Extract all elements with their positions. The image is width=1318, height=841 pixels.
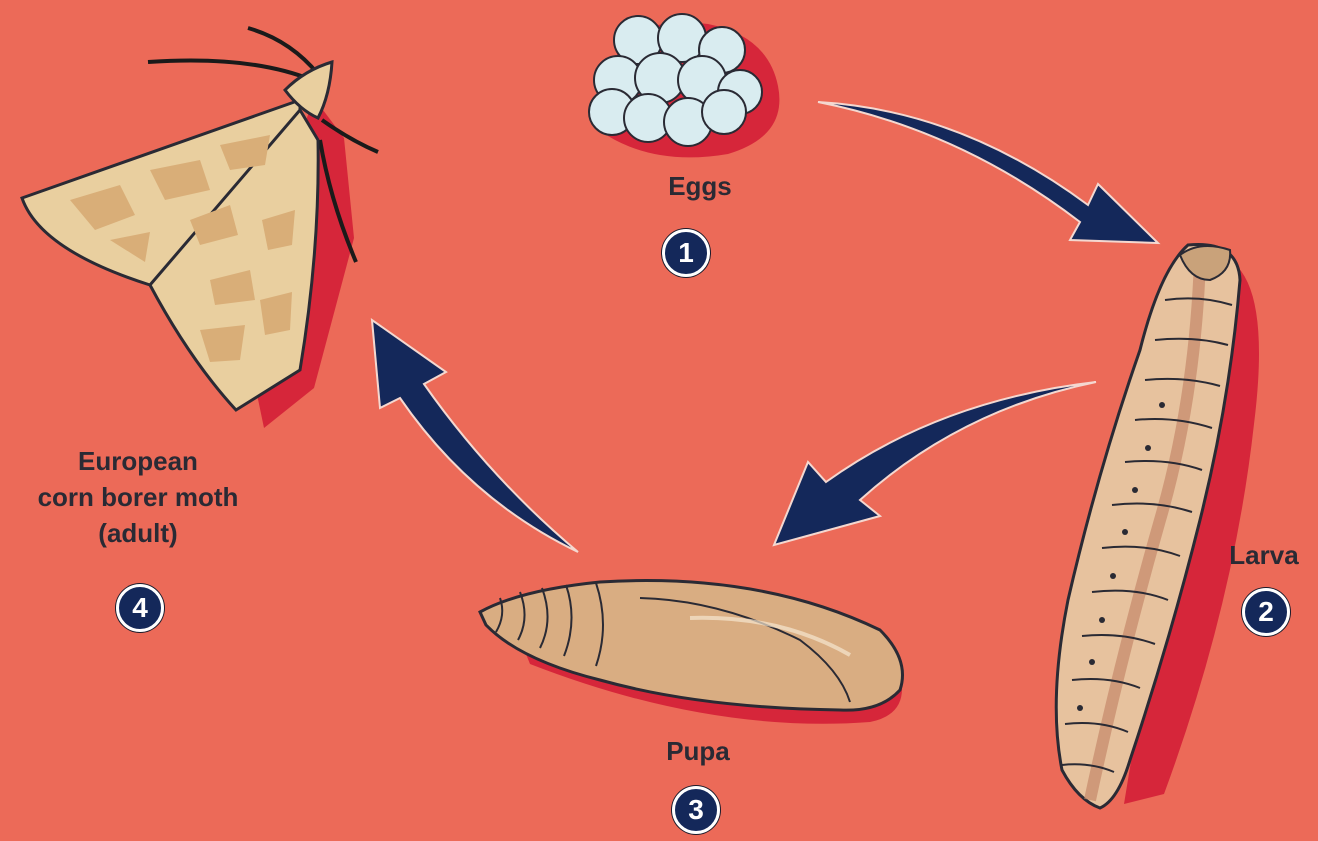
- larva-icon: [1056, 244, 1259, 808]
- moth-icon: [22, 28, 378, 428]
- stage-4-badge: 4: [116, 584, 164, 632]
- egg-cluster-icon: [589, 14, 779, 157]
- cycle-arrow-icon: [372, 102, 1158, 552]
- adult-label: European corn borer moth (adult): [0, 443, 288, 551]
- adult-label-line-3: (adult): [0, 515, 288, 551]
- pupa-icon: [480, 581, 903, 724]
- stage-1-badge: 1: [662, 229, 710, 277]
- adult-label-line-2: corn borer moth: [0, 479, 288, 515]
- stage-3-badge: 3: [672, 786, 720, 834]
- adult-label-line-1: European: [0, 443, 288, 479]
- stage-2-badge: 2: [1242, 588, 1290, 636]
- pupa-label: Pupa: [638, 733, 758, 769]
- eggs-label: Eggs: [640, 168, 760, 204]
- larva-label: Larva: [1210, 537, 1318, 573]
